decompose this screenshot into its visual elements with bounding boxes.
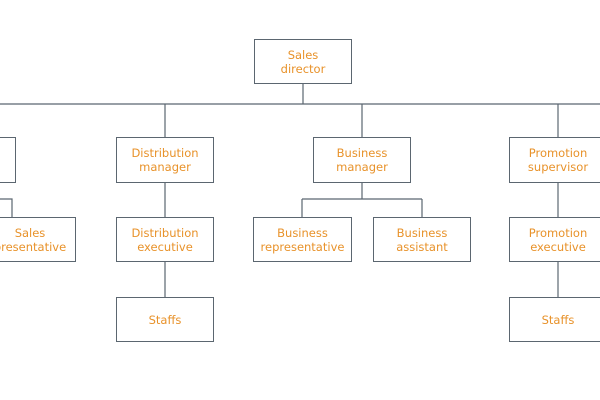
node-text-line2: assistant	[396, 239, 448, 254]
node-text-line1: Distribution	[131, 225, 199, 240]
node-text-line1: Staffs	[148, 312, 182, 327]
node-text-line2: presentative	[0, 239, 67, 254]
node-text-line2: representative	[260, 239, 345, 254]
node-text-line1: Sales	[14, 225, 46, 240]
node-leftmost-partial	[0, 137, 16, 183]
node-text-line2: manager	[336, 160, 388, 174]
node-text-line2: supervisor	[527, 160, 589, 174]
node-text-line1: Distribution	[131, 146, 199, 160]
node-promotion-supervisor: Promotion supervisor	[509, 137, 600, 183]
node-text-line1: Business	[396, 225, 448, 240]
node-text-line2: executive	[137, 239, 193, 254]
node-business-manager: Business manager	[313, 137, 411, 183]
node-text-line1: Sales	[287, 47, 319, 62]
node-text-line1: Business	[336, 146, 388, 160]
node-text-line1: Promotion	[528, 146, 588, 160]
connector-business-split	[301, 183, 423, 217]
node-business-representative: Business representative	[253, 217, 352, 262]
node-promotion-executive: Promotion executive	[509, 217, 600, 262]
node-distribution-executive: Distribution executive	[116, 217, 214, 262]
node-text-line1: Business	[277, 225, 328, 240]
node-promotion-staffs: Staffs	[509, 297, 600, 342]
node-text-line1: Staffs	[541, 312, 575, 327]
connector-left-branch	[0, 198, 13, 217]
node-sales-director: Sales director	[254, 39, 352, 84]
node-distribution-manager: Distribution manager	[116, 137, 214, 183]
node-sales-representative: Sales presentative	[0, 217, 76, 262]
node-business-assistant: Business assistant	[373, 217, 471, 262]
node-text-line2: executive	[530, 239, 586, 254]
node-text-line2: manager	[139, 160, 191, 174]
node-text-line2: director	[280, 61, 326, 76]
node-text-line1: Promotion	[528, 225, 588, 240]
node-distribution-staffs: Staffs	[116, 297, 214, 342]
